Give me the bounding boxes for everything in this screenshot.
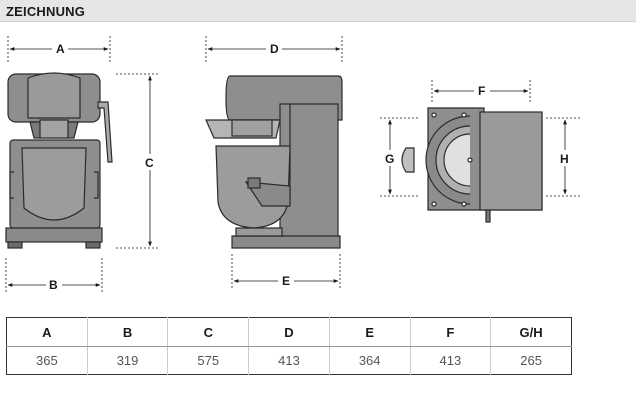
section-header: ZEICHNUNG (0, 0, 636, 22)
value-a: 365 (36, 353, 58, 368)
label-e: E (282, 274, 290, 288)
label-d: D (270, 42, 279, 56)
label-g: G (385, 152, 394, 166)
dimension-h (546, 117, 580, 197)
value-c: 575 (167, 346, 249, 375)
column-header-a: A (6, 317, 88, 347)
label-f: F (478, 84, 485, 98)
table-header-row: A B C D E F G/H (6, 317, 572, 347)
column-header-f: F (409, 317, 491, 347)
top-view (401, 107, 543, 223)
column-header-c: C (167, 317, 249, 347)
label-c: C (145, 156, 154, 170)
dimension-d (205, 36, 343, 62)
value-e: 364 (328, 346, 411, 375)
technical-drawing: A B C D (5, 36, 580, 294)
column-header-d: D (248, 317, 330, 347)
value-d: 413 (248, 346, 330, 375)
dimension-f (431, 80, 531, 102)
column-header-e: E (328, 317, 411, 347)
section-title: ZEICHNUNG (6, 4, 86, 19)
label-a: A (56, 42, 65, 56)
value-gh: 265 (490, 346, 572, 375)
column-header-gh: G/H (490, 317, 572, 347)
dimension-c (116, 73, 160, 249)
label-h: H (560, 152, 569, 166)
label-b: B (49, 278, 58, 292)
dimension-b (5, 258, 103, 294)
value-f: 413 (409, 346, 491, 375)
value-b: 319 (86, 346, 168, 375)
side-view (205, 75, 343, 249)
front-view (5, 72, 113, 249)
dimension-a (7, 36, 111, 62)
dimension-g (380, 117, 420, 197)
dimension-table: A B C D E F G/H 365 319 575 413 364 413 … (6, 317, 572, 375)
table-row: 365 319 575 413 364 413 265 (7, 346, 572, 375)
dimension-e (231, 254, 341, 290)
column-header-b: B (86, 317, 168, 347)
